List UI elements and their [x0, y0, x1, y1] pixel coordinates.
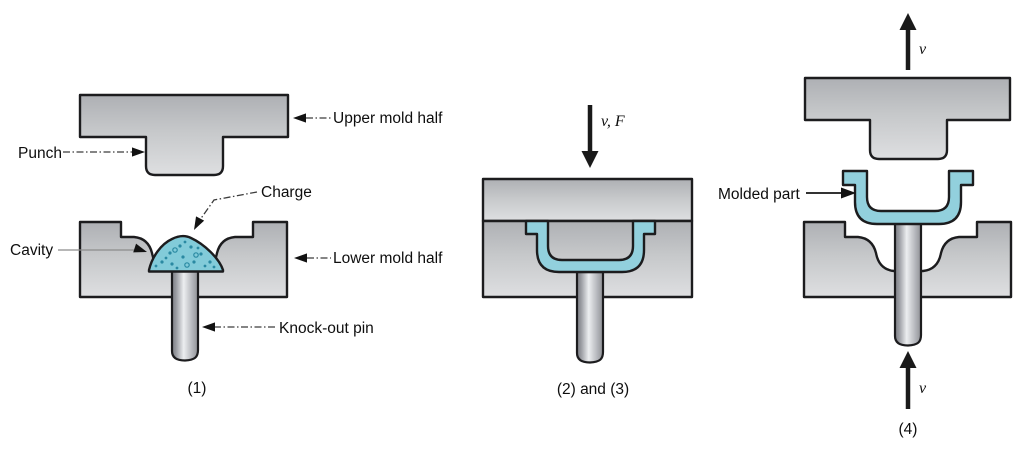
knockout-pin-arrowhead	[202, 322, 215, 332]
stage-3: v Molded part v (4)	[718, 13, 1013, 438]
velocity-force-label: v, F	[601, 113, 625, 130]
velocity-bottom-label: v	[919, 380, 927, 397]
molded-part-arrowhead	[841, 187, 856, 199]
upper-mold-label: Upper mold half	[333, 110, 443, 127]
retract-arrow-head-icon	[899, 13, 917, 30]
lower-mold-arrowhead	[294, 253, 307, 263]
press-arrow-head-icon	[581, 151, 599, 168]
stage3-upper-mold-half-shape	[803, 76, 1012, 161]
charge-label: Charge	[261, 184, 312, 201]
lower-mold-label: Lower mold half	[333, 250, 443, 267]
stage1-charge-shape	[147, 235, 225, 273]
stage3-knockout-pin-shape	[893, 221, 923, 347]
stage1-charge-mound	[147, 235, 225, 273]
stage3-caption: (4)	[899, 421, 918, 438]
stage2-upper-mold-half-shape	[481, 177, 694, 223]
stage2-knockout-pin-shape	[575, 270, 605, 364]
stage1-knockout-pin-shape	[170, 264, 200, 362]
punch-label: Punch	[18, 145, 62, 162]
cavity-arrowhead	[133, 243, 147, 253]
charge-leader-line	[196, 191, 258, 225]
velocity-top-label: v	[919, 41, 927, 58]
stage-2: v, F (2) and (3)	[481, 105, 694, 398]
punch-arrowhead	[132, 147, 145, 157]
stage1-upper-mold-half-shape	[78, 93, 290, 177]
stage1-charge-speckles-open	[172, 247, 199, 268]
charge-arrowhead	[194, 216, 205, 230]
stage1-caption: (1)	[188, 380, 207, 397]
stage3-lower-mold-half-shape	[802, 220, 1013, 299]
knockout-pin-label: Knock-out pin	[279, 320, 374, 337]
stage1-charge-speckles	[154, 240, 216, 270]
upper-mold-arrowhead	[293, 113, 306, 123]
molded-part-label: Molded part	[718, 186, 801, 203]
stage-1: Punch Upper mold half Charge Cavity Lowe…	[10, 93, 443, 397]
eject-arrow-head-icon	[899, 351, 917, 368]
stage2-caption: (2) and (3)	[557, 381, 629, 398]
stage3-molded-part-shape	[841, 169, 975, 226]
stage2-molded-part-shape	[524, 219, 657, 274]
cavity-label: Cavity	[10, 242, 53, 259]
